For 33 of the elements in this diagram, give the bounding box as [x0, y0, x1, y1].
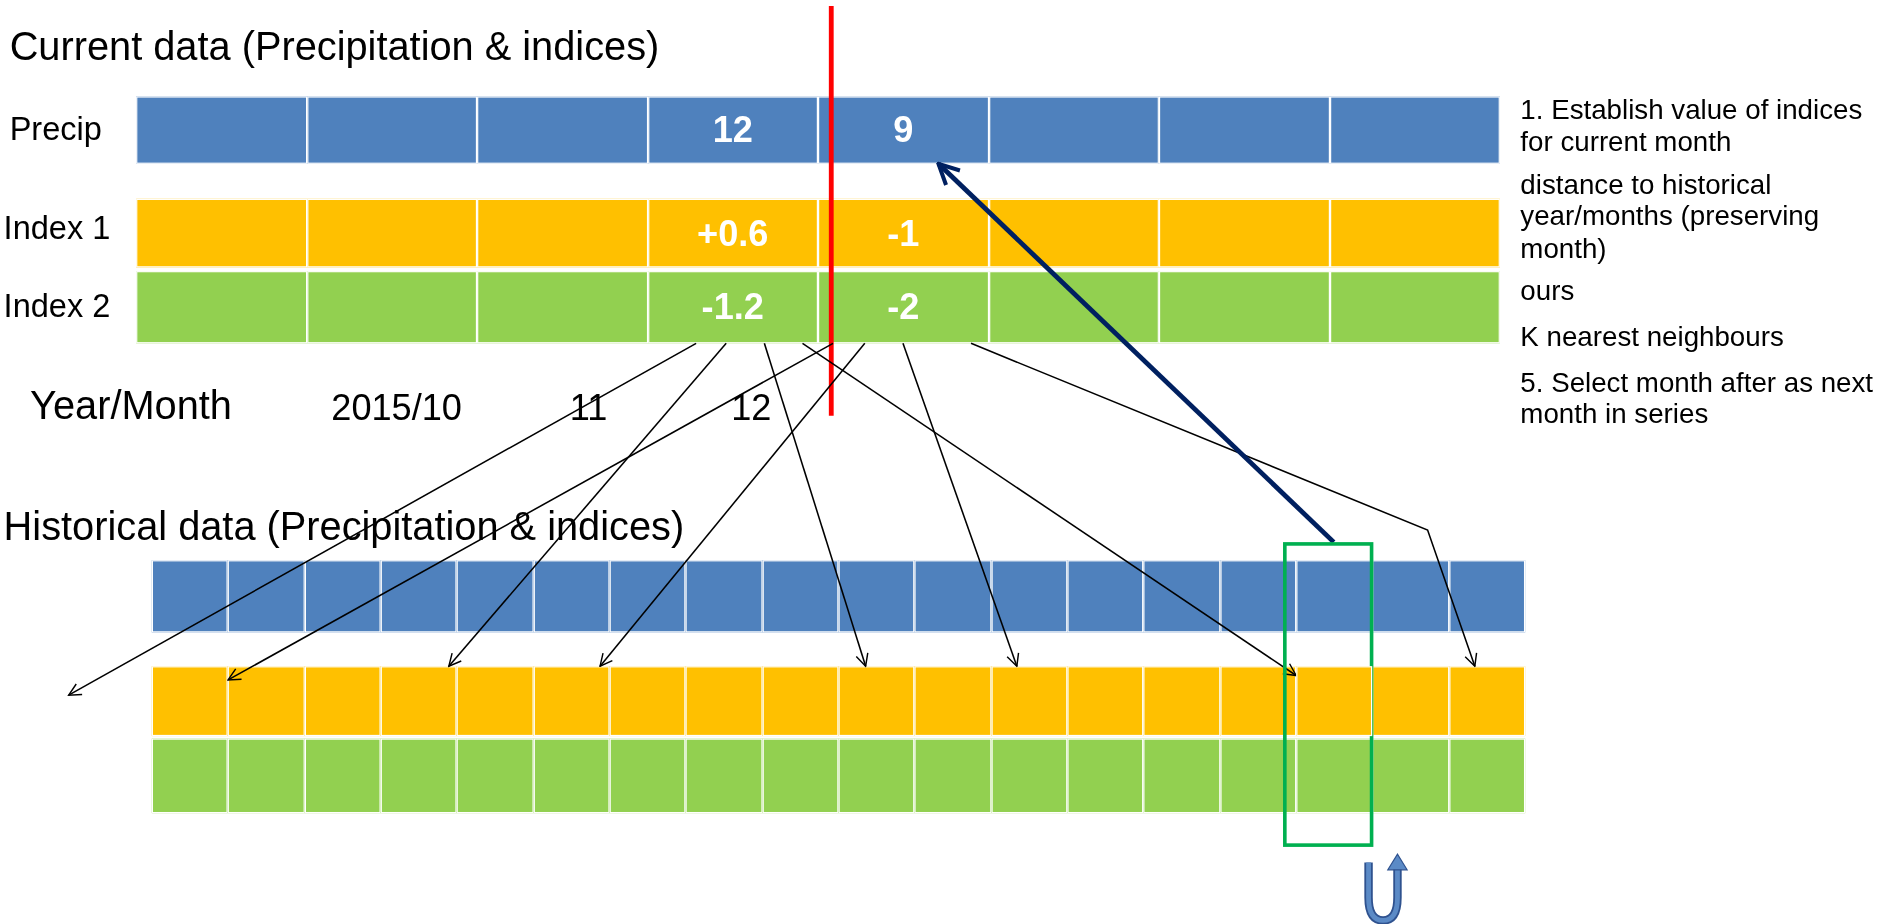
data-cell: +0.6 — [647, 198, 818, 268]
axis-label: Year/Month — [30, 383, 232, 429]
arrow — [763, 342, 869, 667]
data-cell: 12 — [647, 96, 818, 164]
grid-cell — [991, 666, 1068, 737]
data-cell: 9 — [818, 96, 989, 164]
step-text: ours — [1520, 274, 1576, 307]
step-text: distance to historical year/months (preserving month) — [1520, 168, 1821, 265]
data-cell: -2 — [818, 271, 989, 344]
row-label: Index 1 — [3, 209, 111, 247]
arrow — [599, 342, 866, 667]
month-label: 12 — [731, 387, 772, 429]
grid-cell — [533, 666, 610, 737]
arrow — [902, 342, 1020, 667]
step-text: 5. Select month after as next month in series — [1520, 366, 1875, 430]
arrow — [801, 342, 1297, 677]
grid-cell — [380, 666, 457, 737]
grid-cell — [838, 666, 915, 737]
grid-cell — [151, 666, 229, 737]
data-cell: -1.2 — [647, 271, 818, 344]
arrow — [227, 342, 834, 681]
grid-cell — [1448, 666, 1526, 737]
month-label: 2015/10 — [331, 387, 462, 429]
arrow — [67, 342, 697, 696]
section-heading: Current data (Precipitation & indices) — [9, 24, 660, 70]
grid-cell — [1296, 666, 1373, 737]
row-label: Index 2 — [3, 287, 111, 326]
arrow — [936, 161, 1336, 544]
step-text: 1. Establish value of indices for current month — [1520, 93, 1864, 158]
data-cell: -1 — [818, 198, 989, 268]
arrow — [970, 342, 1478, 667]
step-text: K nearest neighbours — [1520, 320, 1785, 353]
row-label: Precip — [9, 110, 102, 149]
